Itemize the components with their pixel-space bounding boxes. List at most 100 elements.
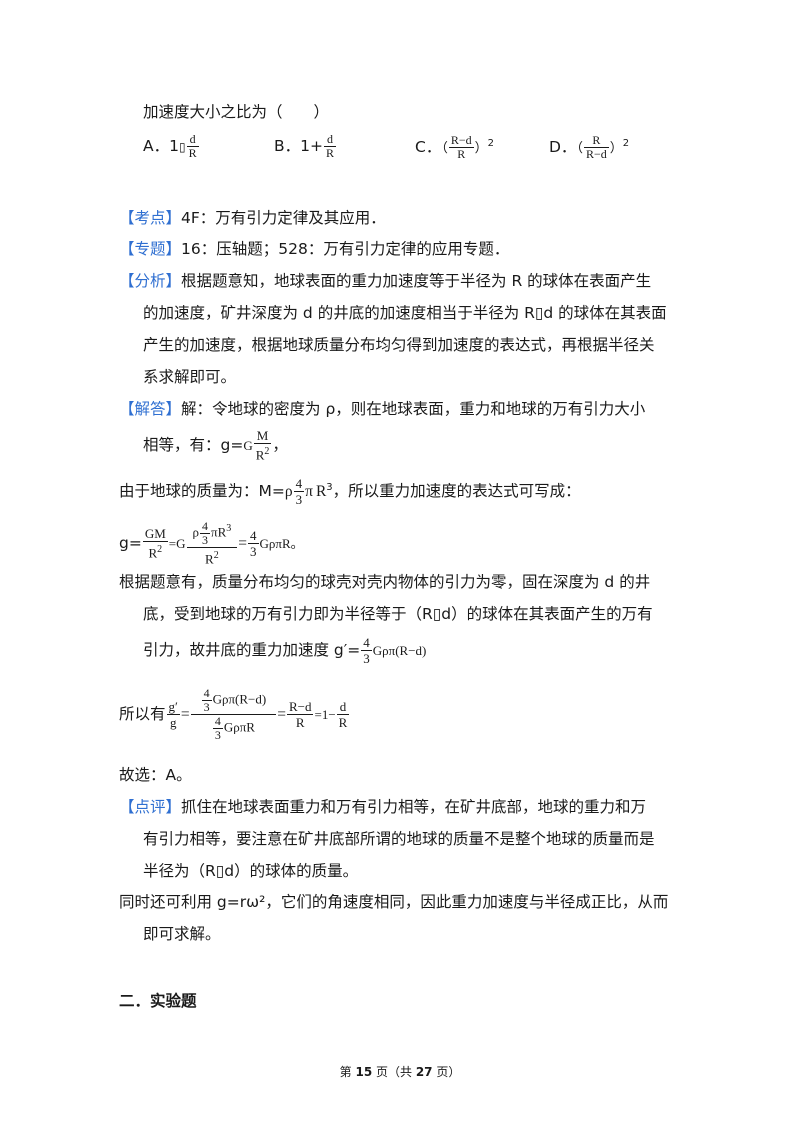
kaodian-line: 【考点】4F：万有引力定律及其应用． — [119, 207, 386, 229]
jieda-l4-g: g= — [119, 534, 142, 552]
fenxi-line-4: 系求解即可。 — [143, 368, 237, 386]
fenxi-tag: 【分析】 — [119, 272, 182, 290]
jieda-l8-pre: 所以有 — [119, 705, 166, 723]
dianping-line-1: 【点评】抓住在地球表面重力和万有引力相等，在矿井底部，地球的重力和万 — [119, 796, 646, 818]
option-c-den: R — [457, 147, 466, 162]
jieda-l8-gp: g′ — [166, 699, 180, 715]
jieda-l4-tail: GρπR。 — [259, 536, 304, 551]
option-d-label: D． — [549, 138, 577, 157]
jieda-tag: 【解答】 — [119, 400, 182, 418]
jieda-line-5: 根据题意有，质量分布均匀的球壳对壳内物体的引力为零，固在深度为 d 的井 — [119, 573, 651, 591]
jieda-l4-d1-pow: 2 — [157, 544, 163, 556]
jieda-l2-num: M — [253, 428, 272, 445]
fenxi-line-2: 的加速度，矿井深度为 d 的井底的加速度相当于半径为 R▯d 的球体在其表面 — [143, 304, 667, 322]
zhuanti-tag: 【专题】 — [119, 240, 182, 258]
dianping-line-3: 半径为（R▯d）的球体的质量。 — [143, 862, 359, 880]
jieda-l8-frac1: g′g — [166, 699, 180, 730]
option-a-den: R — [188, 146, 197, 160]
jieda-l8-bot-rest: GρπR — [223, 719, 255, 735]
jieda-l2-pre: 相等，有：g= — [143, 436, 244, 454]
option-d-num: R — [583, 134, 609, 149]
option-d-paren-close: ） — [609, 140, 623, 156]
option-a-mid: ▯ — [178, 140, 186, 154]
fenxi-text-1: 根据题意知，地球表面的重力加速度等于半径为 R 的球体在表面产生 — [181, 272, 652, 290]
jieda-l4-d2-wrap: R2 — [187, 548, 238, 566]
jieda-l8-eq1: = — [180, 706, 190, 723]
option-b-den: R — [325, 146, 334, 160]
option-c-paren-open: （ — [441, 140, 448, 156]
dianping-text-1: 抓住在地球表面重力和万有引力相等，在矿井底部，地球的重力和万 — [181, 798, 647, 816]
jieda-line-9: 故选：A。 — [119, 766, 192, 784]
jieda-l2-den-wrap: R2 — [254, 444, 272, 462]
jieda-l8-n4: d — [336, 699, 350, 715]
jieda-l4-n2-fd: 3 — [202, 533, 209, 548]
jieda-l8-g: g — [169, 715, 177, 730]
jieda-l4-eq1: =G — [168, 536, 186, 551]
jieda-l8-n3: R−d — [286, 699, 314, 715]
jieda-l4-n2-rho: ρ — [192, 524, 200, 540]
jieda-l3-pi: π — [305, 483, 313, 501]
jieda-l4-fn: 4 — [248, 528, 259, 544]
jieda-l4-d1-wrap: R2 — [143, 542, 168, 560]
footer-post: 页） — [432, 1065, 461, 1079]
page-footer: 第 15 页（共 27 页） — [0, 1063, 800, 1080]
jieda-l2-den: R — [255, 447, 265, 463]
jieda-l4-eq2: = — [238, 535, 247, 552]
footer-total-pages: 27 — [415, 1065, 433, 1079]
jieda-l8-eq3: =1− — [314, 707, 336, 722]
kaodian-text: 4F：万有引力定律及其应用． — [181, 209, 386, 227]
option-a-num: d — [186, 133, 199, 147]
option-d-paren-open: （ — [576, 140, 583, 156]
section-title: 二．实验题 — [119, 992, 197, 1010]
fenxi-line-1: 【分析】根据题意知，地球表面的重力加速度等于半径为 R 的球体在表面产生 — [119, 270, 651, 292]
jieda-l3-rho: ρ — [284, 483, 293, 501]
jieda-line-6: 底，受到地球的万有引力即为半径等于（R▯d）的球体在其表面产生的万有 — [143, 605, 653, 623]
jieda-l8-eq2: = — [277, 706, 286, 723]
option-c-power: 2 — [487, 138, 495, 149]
jieda-l7-fn: 4 — [361, 635, 372, 651]
jieda-l8-top-fd: 3 — [203, 700, 210, 714]
zhuanti-text: 16：压轴题；528：万有引力定律的应用专题． — [181, 240, 510, 258]
jieda-l3-R: R — [315, 483, 327, 501]
jieda-l4-d1: R — [148, 545, 158, 561]
footer-pre: 第 — [339, 1065, 356, 1079]
option-d-den: R−d — [585, 147, 607, 162]
jieda-l2-post: ， — [272, 436, 288, 454]
option-b-label: B．1+ — [274, 137, 323, 155]
jieda-l2-den-pow: 2 — [264, 446, 270, 458]
dianping-line-5: 即可求解。 — [143, 925, 221, 943]
jieda-l7-fd: 3 — [363, 651, 370, 666]
jieda-l4-n2-fn: 4 — [200, 519, 211, 535]
jieda-l2-G: G — [243, 438, 253, 453]
footer-mid: 页（共 — [372, 1065, 416, 1079]
jieda-l7-pre: 引力，故井底的重力加速度 g′= — [143, 641, 361, 659]
dianping-line-2: 有引力相等，要注意在矿井底部所谓的地球的质量不是整个地球的质量而是 — [143, 830, 655, 848]
jieda-l3-pow: 3 — [326, 482, 333, 493]
jieda-l8-top-rest: Gρπ(R−d) — [212, 691, 267, 707]
jieda-l4-n1: GM — [142, 526, 168, 543]
jieda-l3-post: ，所以重力加速度的表达式可写成： — [332, 482, 581, 501]
jieda-l3-num: 4 — [293, 476, 305, 493]
